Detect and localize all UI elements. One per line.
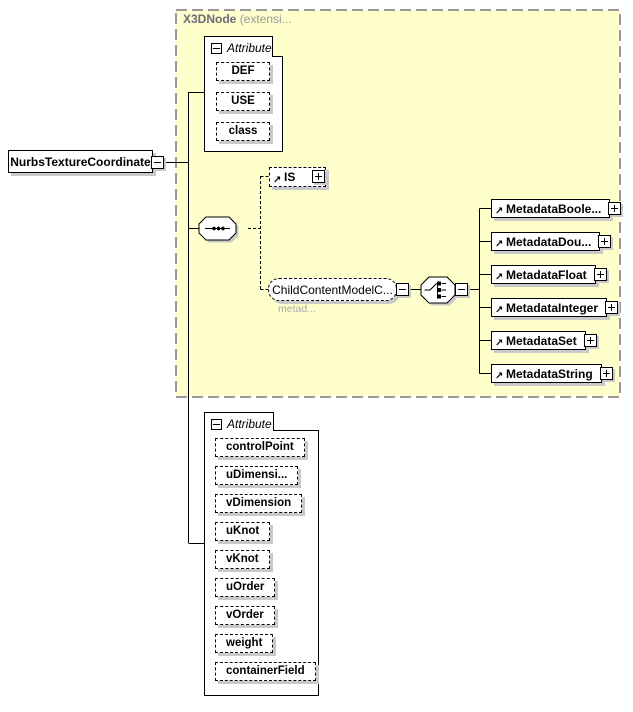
element-metadatadouble[interactable]: ↗ MetadataDou... bbox=[491, 232, 612, 251]
attribute-label: USE bbox=[231, 95, 255, 107]
inherited-attribute-group-tab: Attribute bbox=[211, 41, 272, 55]
reference-arrow-icon: ↗ bbox=[495, 338, 504, 349]
element-is[interactable]: ↗ IS bbox=[269, 167, 326, 187]
extension-header: X3DNode (extensi... bbox=[183, 12, 292, 26]
element-label: MetadataSet bbox=[506, 333, 577, 348]
attribute-label: uOrder bbox=[226, 581, 265, 593]
expand-icon[interactable] bbox=[605, 301, 619, 314]
extension-type-suffix: (extensi... bbox=[239, 12, 292, 26]
expand-icon[interactable] bbox=[598, 235, 612, 248]
collapse-icon[interactable] bbox=[211, 418, 222, 430]
attribute-label: uKnot bbox=[226, 525, 260, 537]
expand-icon[interactable] bbox=[583, 334, 597, 347]
attribute-box-uknot[interactable]: uKnot bbox=[215, 522, 271, 541]
expand-icon[interactable] bbox=[312, 170, 325, 183]
expand-icon[interactable] bbox=[608, 202, 622, 215]
attribute-box-uorder[interactable]: uOrder bbox=[215, 578, 276, 597]
collapse-icon[interactable] bbox=[151, 156, 164, 169]
group-caption: metad... bbox=[278, 303, 316, 315]
element-label: NurbsTextureCoordinate bbox=[10, 154, 151, 169]
sequence-compositor-icon bbox=[198, 216, 239, 243]
solid-connectors bbox=[165, 92, 491, 544]
attribute-label: class bbox=[228, 125, 258, 137]
attribute-box-use[interactable]: USE bbox=[216, 92, 270, 111]
collapse-icon[interactable] bbox=[211, 42, 222, 54]
attribute-box-udimension[interactable]: uDimensi... bbox=[215, 466, 299, 485]
reference-arrow-icon: ↗ bbox=[495, 206, 504, 217]
element-metadatainteger[interactable]: ↗ MetadataInteger bbox=[491, 298, 619, 317]
element-label: MetadataInteger bbox=[506, 300, 599, 315]
attribute-group-label: Attribute bbox=[227, 41, 272, 55]
reference-arrow-icon: ↗ bbox=[495, 239, 504, 250]
attribute-box-vorder[interactable]: vOrder bbox=[215, 606, 275, 625]
element-metadataboolean[interactable]: ↗ MetadataBoole... bbox=[491, 199, 622, 218]
dashed-connectors bbox=[248, 176, 269, 290]
element-label: MetadataFloat bbox=[506, 267, 587, 282]
collapse-icon[interactable] bbox=[396, 283, 409, 296]
extension-type-name: X3DNode bbox=[183, 12, 237, 26]
attribute-label: vOrder bbox=[226, 609, 264, 621]
attribute-box-weight[interactable]: weight bbox=[215, 634, 274, 653]
expand-icon[interactable] bbox=[593, 268, 607, 281]
element-label: MetadataDou... bbox=[506, 234, 592, 249]
element-metadataset[interactable]: ↗ MetadataSet bbox=[491, 331, 597, 350]
group-label: ChildContentModelC... bbox=[272, 282, 393, 297]
collapse-icon[interactable] bbox=[455, 283, 468, 296]
element-label: IS bbox=[284, 170, 296, 184]
expand-icon[interactable] bbox=[599, 367, 613, 380]
reference-arrow-icon: ↗ bbox=[495, 305, 504, 316]
attribute-label: vDimension bbox=[226, 497, 292, 509]
attribute-box-containerfield[interactable]: containerField bbox=[215, 662, 316, 681]
choice-compositor-icon bbox=[420, 276, 458, 306]
attribute-box-def[interactable]: DEF bbox=[216, 62, 270, 81]
reference-arrow-icon: ↗ bbox=[273, 175, 282, 186]
attribute-label: vKnot bbox=[226, 553, 259, 565]
element-nurbstexturecoordinate[interactable]: NurbsTextureCoordinate bbox=[8, 150, 153, 173]
attribute-group-label: Attribute bbox=[227, 417, 272, 431]
attribute-label: uDimensi... bbox=[226, 469, 288, 481]
attribute-box-class[interactable]: class bbox=[216, 122, 270, 141]
element-metadatafloat[interactable]: ↗ MetadataFloat bbox=[491, 265, 607, 284]
attribute-box-vdimension[interactable]: vDimension bbox=[215, 494, 303, 513]
attribute-label: weight bbox=[226, 637, 263, 649]
attribute-label: containerField bbox=[226, 665, 305, 677]
attribute-label: controlPoint bbox=[226, 441, 294, 453]
group-childcontentmodel[interactable]: ChildContentModelC... bbox=[268, 278, 397, 301]
element-metadatastring[interactable]: ↗ MetadataString bbox=[491, 364, 613, 383]
element-label: MetadataBoole... bbox=[506, 201, 602, 216]
attribute-label: DEF bbox=[231, 65, 255, 77]
element-label: MetadataString bbox=[506, 366, 593, 381]
local-attribute-group-tab: Attribute bbox=[211, 417, 272, 431]
attribute-box-vknot[interactable]: vKnot bbox=[215, 550, 270, 569]
reference-arrow-icon: ↗ bbox=[495, 371, 504, 382]
reference-arrow-icon: ↗ bbox=[495, 272, 504, 283]
attribute-box-controlpoint[interactable]: controlPoint bbox=[215, 438, 305, 457]
